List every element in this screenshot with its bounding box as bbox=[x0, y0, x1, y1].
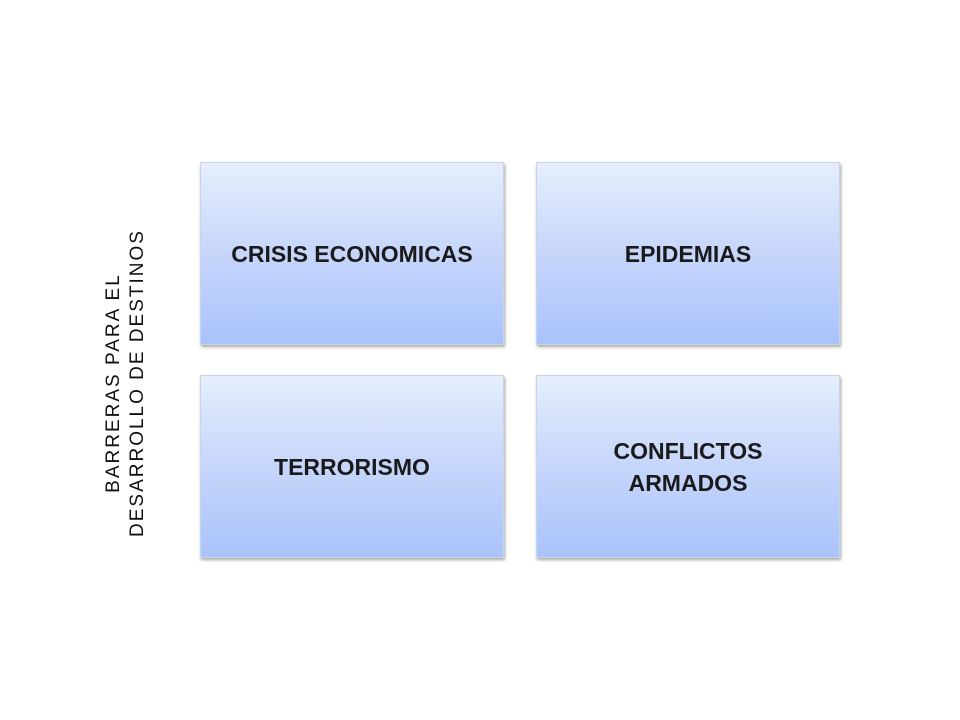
box-label: CONFLICTOS ARMADOS bbox=[613, 437, 763, 496]
side-title-line-1: BARRERAS PARA EL bbox=[103, 273, 124, 493]
side-title: BARRERAS PARA EL DESARROLLO DE DESTINOS bbox=[102, 213, 162, 553]
side-title-line-2: DESARROLLO DE DESTINOS bbox=[127, 229, 148, 537]
box-label: EPIDEMIAS bbox=[624, 240, 752, 267]
box-label: TERRORISMO bbox=[274, 453, 430, 480]
box-conflictos-armados: CONFLICTOS ARMADOS bbox=[536, 375, 840, 558]
box-terrorismo: TERRORISMO bbox=[200, 375, 504, 558]
box-epidemias: EPIDEMIAS bbox=[536, 162, 840, 345]
box-label: CRISIS ECONOMICAS bbox=[231, 240, 473, 267]
box-crisis-economicas: CRISIS ECONOMICAS bbox=[200, 162, 504, 345]
